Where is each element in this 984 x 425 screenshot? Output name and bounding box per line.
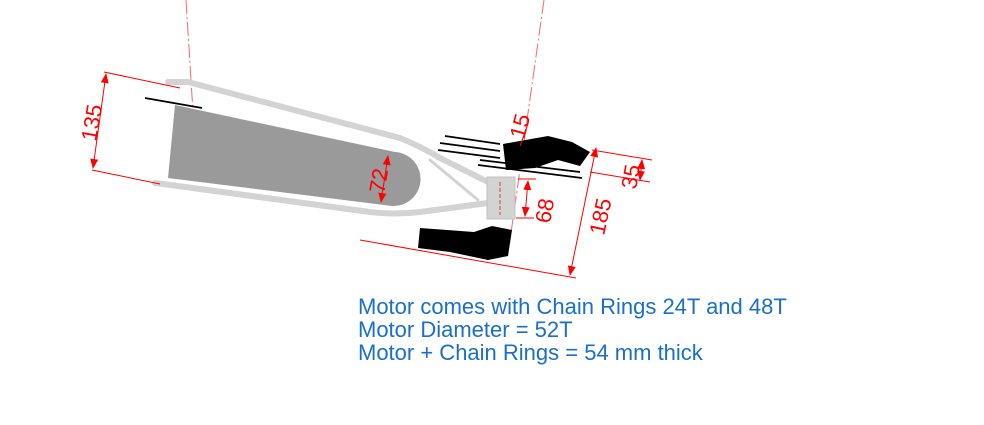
notes-block: Motor comes with Chain Rings 24T and 48T… (358, 295, 787, 364)
dim-185-line (567, 147, 599, 276)
chain-stays (152, 79, 491, 217)
dim-185-label: 185 (584, 196, 616, 237)
note-motor-diameter: Motor Diameter = 52T (358, 317, 573, 342)
bottom-bracket (486, 176, 516, 220)
centerline-right (509, 0, 545, 241)
note-thickness: Motor + Chain Rings = 54 mm thick (358, 340, 703, 365)
note-chain-rings: Motor comes with Chain Rings 24T and 48T (358, 294, 787, 319)
dim-135-line (90, 73, 109, 169)
hatch-marks (144, 97, 583, 179)
lower-chainring (418, 226, 512, 260)
dim-135-label: 135 (76, 102, 107, 143)
lower-stay-tube (152, 180, 491, 217)
dimension-lines (90, 71, 653, 279)
dim-68-line (521, 180, 532, 217)
motor-body (168, 105, 421, 207)
dim-15-label: 15 (505, 111, 535, 141)
diagonal-brace (428, 158, 480, 202)
dim-72-line (378, 155, 391, 203)
dim-68-label: 68 (530, 196, 559, 224)
dim-35-line (636, 159, 646, 181)
dim-72-label: 72 (364, 166, 393, 194)
upper-stay-tube (185, 79, 491, 185)
dim-35-label: 35 (616, 162, 645, 190)
